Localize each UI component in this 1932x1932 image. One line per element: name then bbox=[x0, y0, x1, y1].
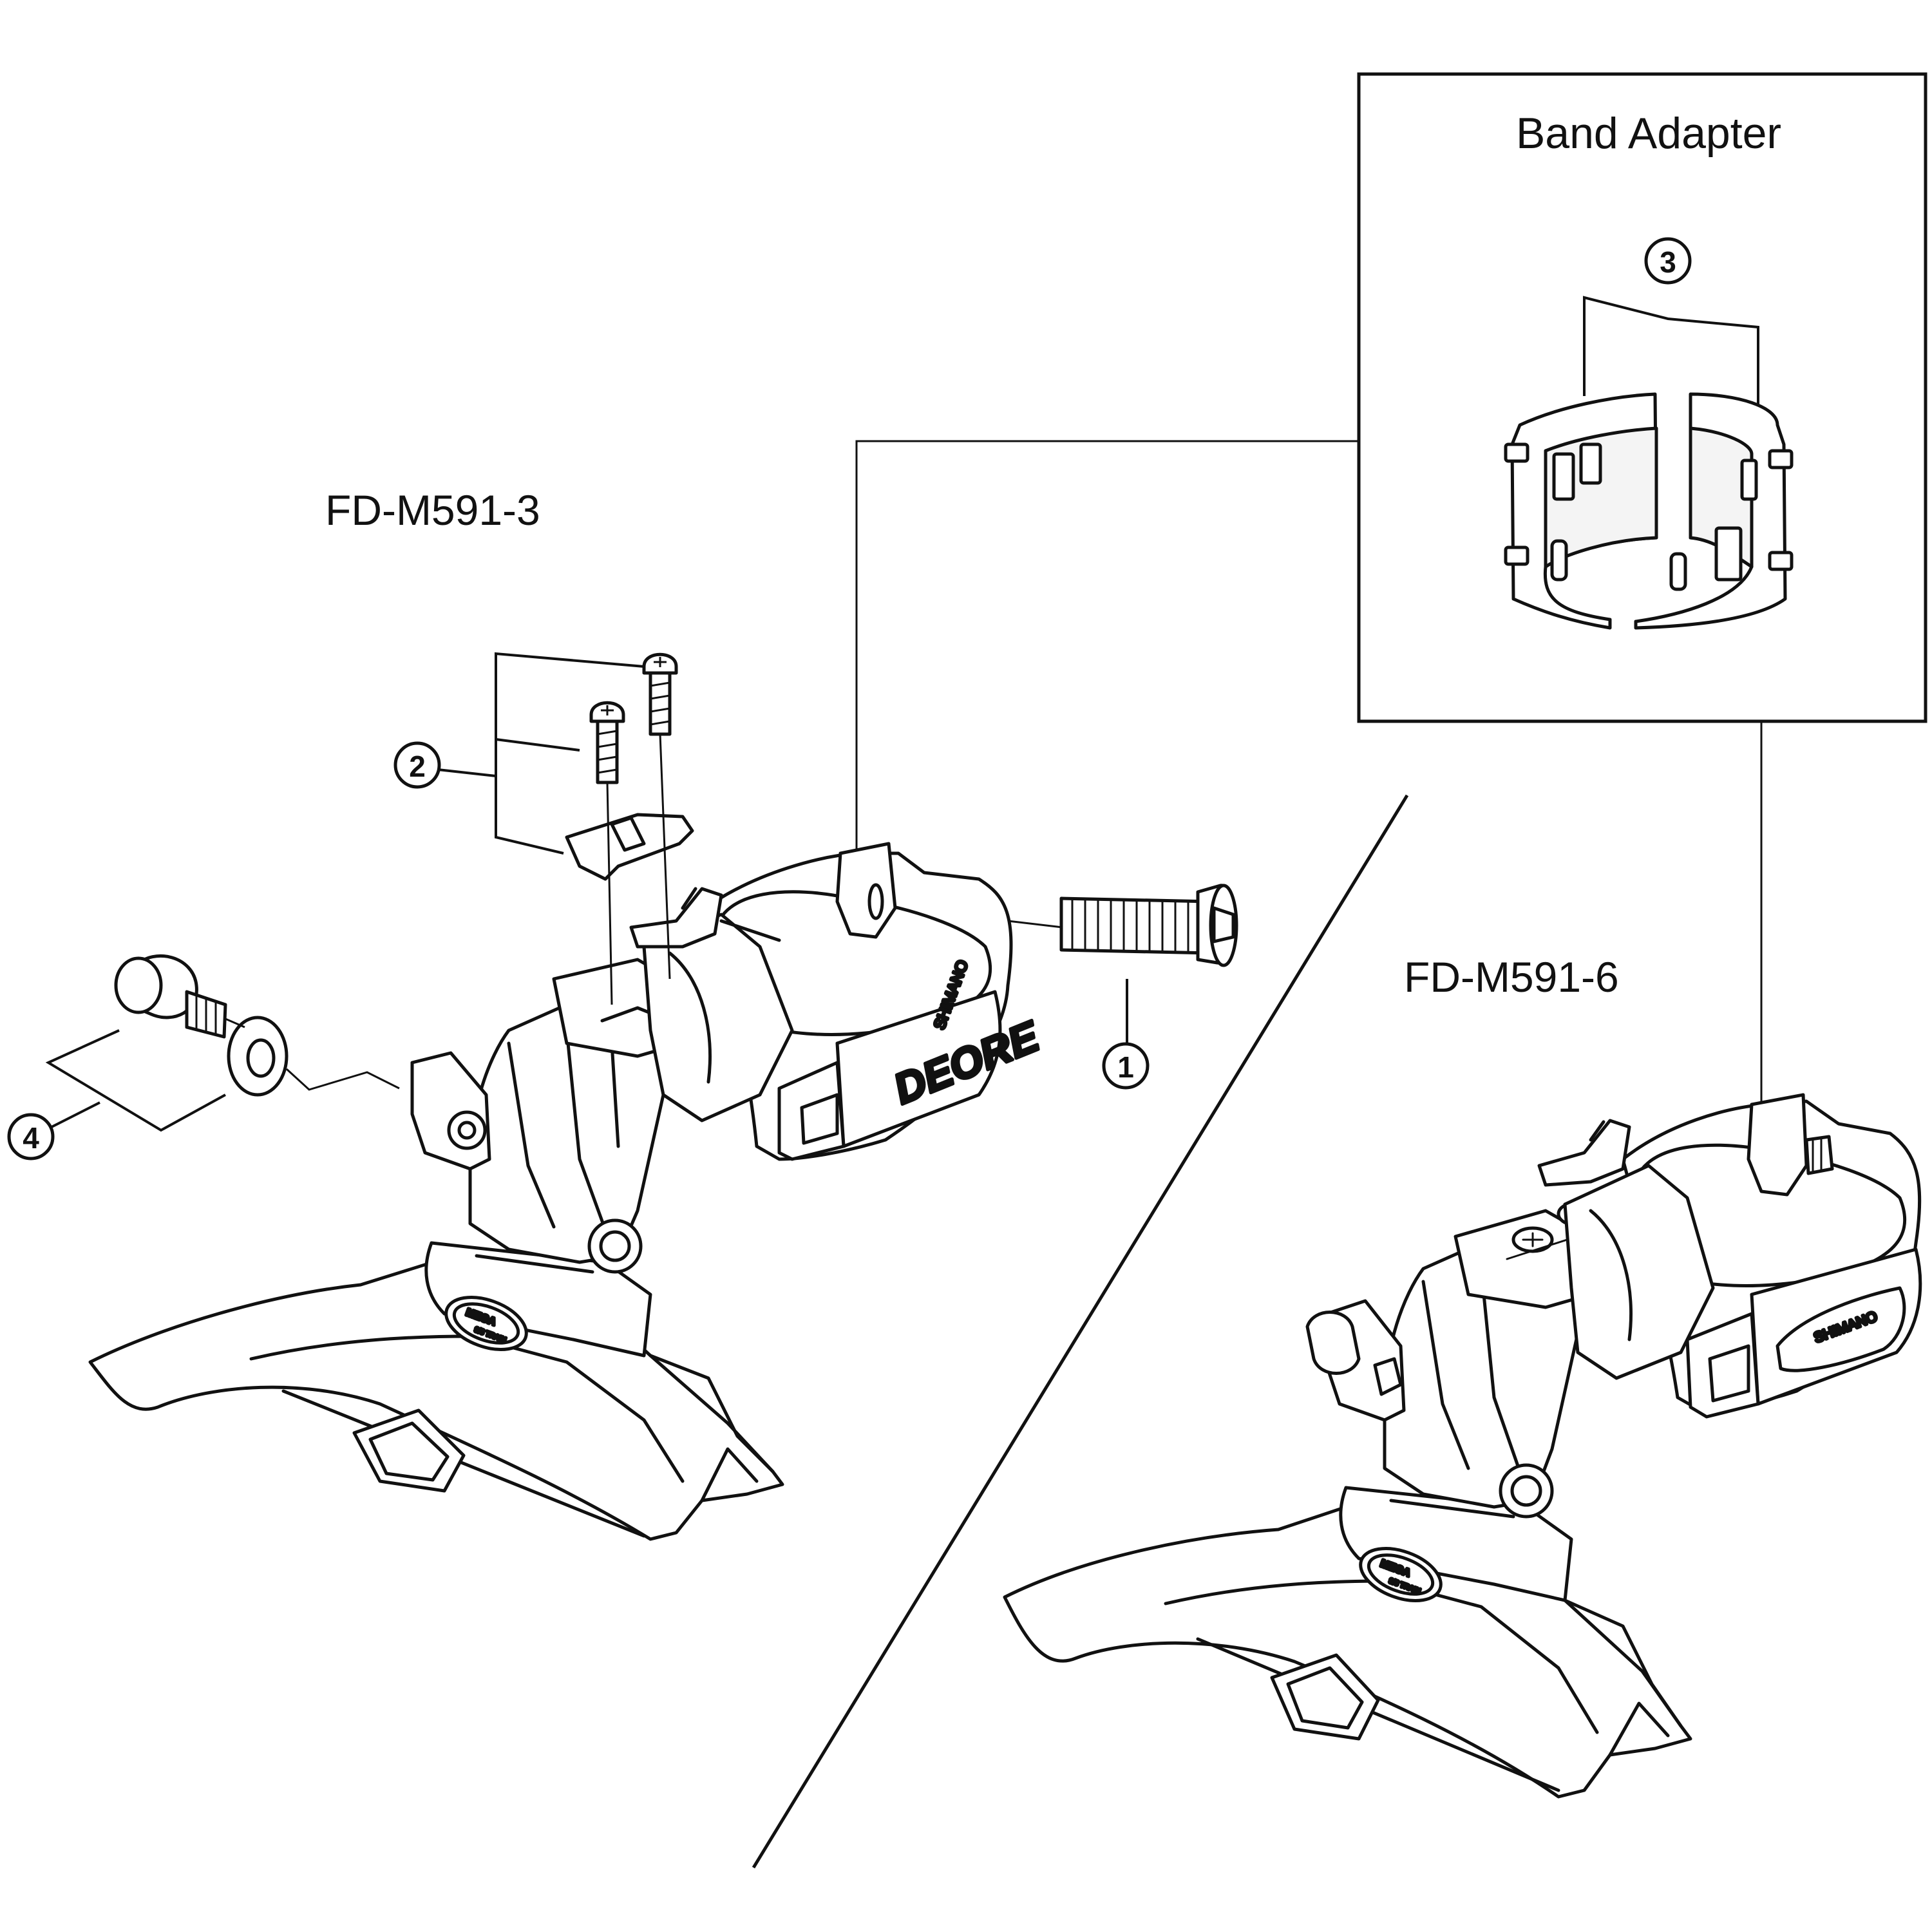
derailleur-fd-m591-6: SHIMANO MEGA 9/8 TRAIN bbox=[1003, 1093, 1922, 1799]
model-label-fd-m591-6: FD-M591-6 bbox=[1404, 953, 1619, 1001]
band-adapter-part bbox=[1504, 392, 1794, 630]
bolt-guide-line bbox=[1007, 920, 1063, 929]
callout-2[interactable]: 2 bbox=[393, 741, 441, 789]
band-adapter-inset: Band Adapter 3 bbox=[1357, 72, 1927, 723]
bolt-4-guide-b bbox=[285, 1068, 400, 1091]
callout-4-bracket bbox=[45, 1029, 226, 1132]
callout-3-circle bbox=[1644, 237, 1692, 285]
part-4-washer bbox=[227, 1016, 289, 1097]
inset-title: Band Adapter bbox=[1516, 109, 1781, 158]
callout-3-leader bbox=[1583, 296, 1759, 422]
bolt-4-guide-a bbox=[225, 1018, 245, 1028]
callout-3[interactable]: 3 bbox=[1644, 237, 1692, 285]
callout-4[interactable]: 4 bbox=[7, 1113, 55, 1160]
callout-4-leader bbox=[51, 1101, 100, 1128]
screw-upper bbox=[642, 652, 678, 736]
callout-4-number: 4 bbox=[23, 1121, 39, 1155]
part-2-assembly bbox=[565, 652, 694, 1005]
callout-2-circle bbox=[393, 741, 441, 789]
divider-line bbox=[752, 794, 1409, 1869]
callout-1-number: 1 bbox=[1117, 1050, 1134, 1084]
part-4-cable-bolt bbox=[114, 954, 227, 1039]
callout-2-bracket bbox=[495, 652, 645, 855]
callout-2-leader bbox=[437, 768, 497, 777]
part-1-clamp-bolt bbox=[1059, 884, 1238, 967]
screw-lower bbox=[589, 701, 625, 784]
callout-1-circle bbox=[1102, 1042, 1150, 1090]
callout-4-circle bbox=[7, 1113, 55, 1160]
callout-2-number: 2 bbox=[409, 750, 426, 783]
derailleur-fd-m591-3: SHIMANO DEORE MEGA 9/8 TRAIN bbox=[88, 842, 1048, 1541]
inset-leader-left bbox=[855, 440, 1359, 1046]
callout-2-branch bbox=[495, 738, 580, 752]
callout-1[interactable]: 1 bbox=[1102, 1042, 1150, 1090]
callout-3-number: 3 bbox=[1660, 245, 1676, 279]
model-label-fd-m591-3: FD-M591-3 bbox=[325, 486, 540, 534]
